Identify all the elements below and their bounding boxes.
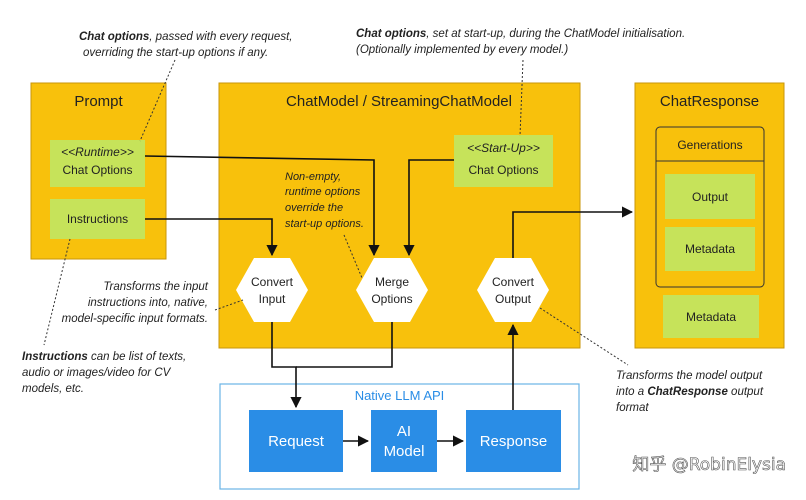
output-box (665, 174, 755, 219)
arrow-startup-to-merge (403, 159, 454, 257)
merge-options-label-1: Merge (375, 275, 409, 289)
ai-model-label-2: Model (384, 443, 425, 460)
transform-output-note-line2: into a ChatResponse output (616, 386, 764, 398)
ai-model-label-1: AI (397, 423, 411, 440)
leader-transform-output (539, 307, 629, 366)
transform-output-note-line1: Transforms the model output (616, 370, 763, 382)
instructions-note-line1: Instructions can be list of texts, (22, 351, 186, 363)
output-label: Output (692, 190, 729, 204)
startup-chat-options-box (454, 135, 553, 187)
leader-startup-options (519, 59, 524, 137)
chatresponse-title: ChatResponse (660, 93, 759, 110)
request-box (249, 410, 343, 472)
transform-input-note-3: model-specific input formats. (62, 313, 208, 325)
convert-input-hexagon (236, 258, 308, 322)
override-note-3: override the (285, 202, 343, 214)
startup-tag: <<Start-Up>> (467, 141, 540, 155)
prompt-chat-options-label: Chat Options (62, 163, 132, 177)
native-api-title: Native LLM API (355, 388, 445, 403)
override-note-4: start-up options. (285, 218, 364, 230)
override-note-2: runtime options (285, 186, 361, 198)
override-note-1: Non-empty, (285, 171, 341, 183)
instructions-note-line3: models, etc. (22, 383, 84, 395)
runtime-options-note-line2: overriding the start-up options if any. (83, 47, 268, 59)
merge-options-label-2: Options (371, 292, 412, 306)
metadata-inner-box (665, 227, 755, 271)
convert-output-label-1: Convert (492, 275, 535, 289)
leader-transform-input (214, 299, 244, 311)
convert-input-label-2: Input (259, 292, 286, 306)
startup-chat-options-label: Chat Options (468, 163, 538, 177)
prompt-chat-options-box (50, 140, 145, 187)
prompt-title: Prompt (74, 93, 123, 110)
response-box (466, 410, 561, 472)
line-merge-to-request (296, 322, 393, 368)
metadata-outer-box (663, 295, 759, 338)
transform-input-note-1: Transforms the input (103, 281, 208, 293)
runtime-options-note-line1: Chat options, passed with every request, (79, 31, 292, 43)
convert-output-label-2: Output (495, 292, 532, 306)
merge-options-hexagon (356, 258, 428, 322)
request-label: Request (268, 433, 325, 450)
arrow-convert-input-to-request (271, 322, 302, 409)
ai-model-box (371, 410, 437, 472)
metadata-outer-label: Metadata (686, 310, 736, 324)
arrow-instructions-to-convert-input (145, 218, 278, 257)
runtime-tag: <<Runtime>> (61, 145, 134, 159)
transform-input-note-2: instructions into, native, (88, 297, 208, 309)
arrow-convert-output-to-chatresponse (512, 206, 634, 258)
arrow-runtime-to-merge (144, 155, 380, 257)
startup-options-note-line2: (Optionally implemented by every model.) (356, 44, 568, 56)
leader-runtime-options (139, 59, 176, 142)
instructions-note-line2: audio or images/video for CV (22, 367, 172, 379)
instructions-label: Instructions (67, 212, 128, 226)
watermark: 知乎 @RobinElysia (632, 455, 786, 475)
startup-options-note-line1: Chat options, set at start-up, during th… (356, 28, 685, 40)
metadata-inner-label: Metadata (685, 242, 735, 256)
convert-input-label-1: Convert (251, 275, 294, 289)
response-label: Response (480, 433, 548, 450)
transform-output-note-line3: format (616, 402, 649, 414)
instructions-box (50, 199, 145, 239)
chatmodel-title: ChatModel / StreamingChatModel (286, 93, 512, 110)
convert-output-hexagon (477, 258, 549, 322)
generations-title: Generations (677, 138, 742, 152)
